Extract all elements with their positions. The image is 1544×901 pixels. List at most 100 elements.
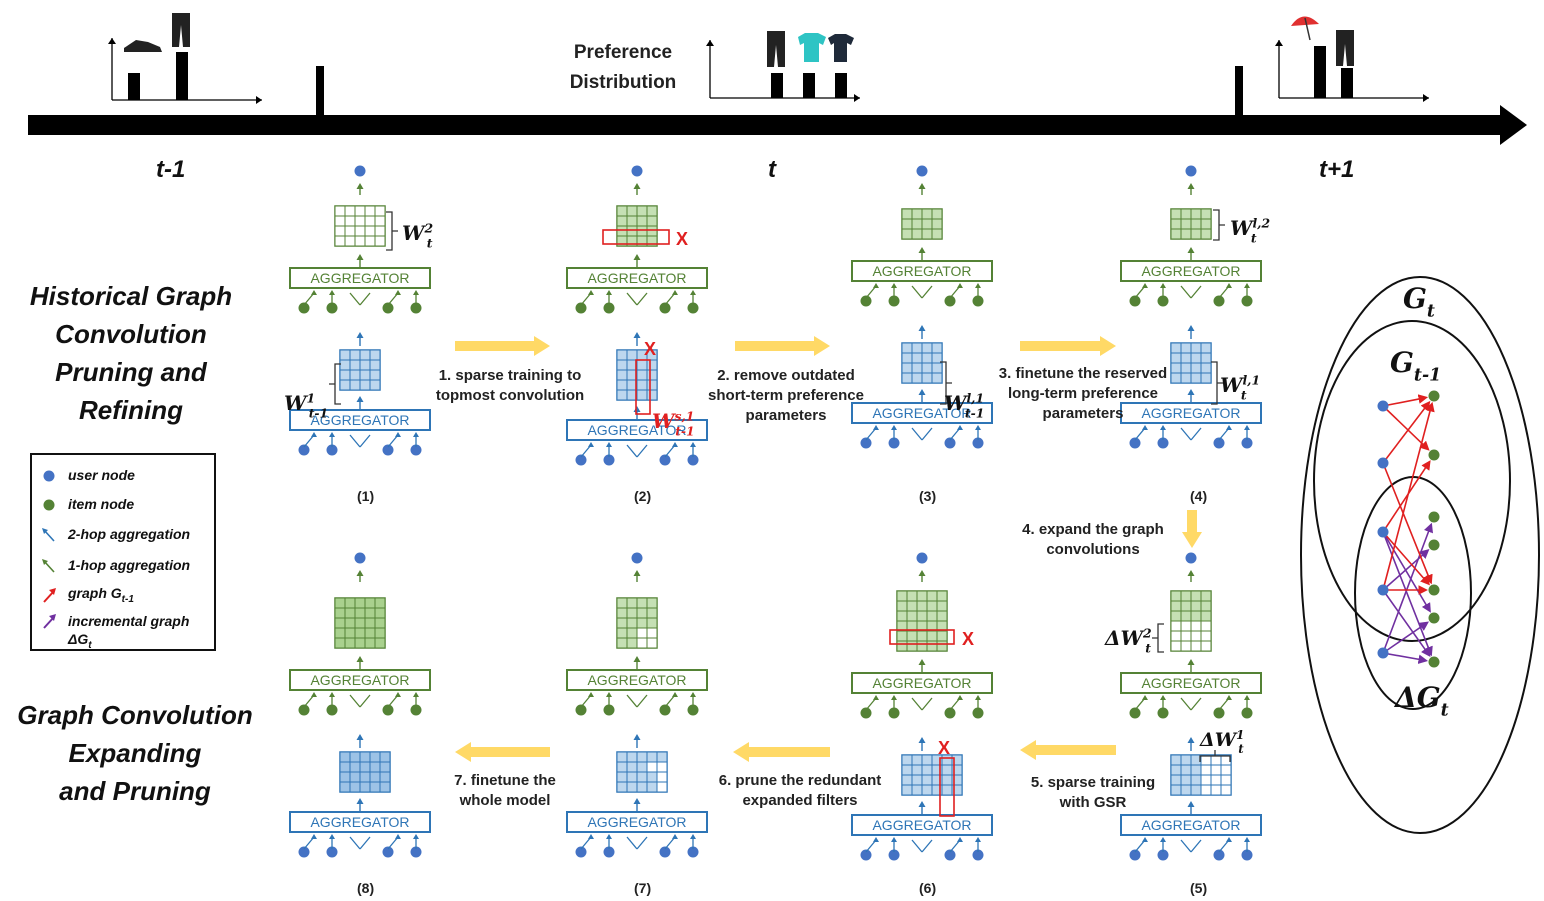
panel-1-aggregator-bottom-edge xyxy=(359,434,371,448)
panel-3-bottom-grid-cell xyxy=(901,342,913,354)
tshirt-cyan-icon xyxy=(798,33,826,62)
panel-3-aggregator-bottom-input-node xyxy=(972,437,984,449)
panel-6-top-grid-cell xyxy=(906,640,918,652)
panel-8-top-grid-cell xyxy=(344,597,356,609)
panel-4-aggregator-top-input-node xyxy=(1129,295,1141,307)
panel-7-top-grid-cell xyxy=(626,637,638,649)
panel-8-bottom-grid-cell xyxy=(359,751,371,763)
step-5-label: 5. sparse training with GSR xyxy=(1030,774,1156,811)
panel-8-aggregator-top-input-node xyxy=(382,704,394,716)
panel-1-aggregator-bottom-input-node xyxy=(298,444,310,456)
panel-5-top-grid-cell xyxy=(1180,640,1192,652)
panel-6-top-grid-cell xyxy=(916,600,928,612)
panel-8-aggregator-bottom-label: AGGREGATOR xyxy=(310,814,409,830)
panel-6-aggregator-bottom-edge-head xyxy=(975,837,981,842)
legend-1hop: 1-hop aggregation xyxy=(38,556,190,574)
panel-6-agg1-arrow-head xyxy=(918,801,926,807)
panel-6-bottom-grid-cell xyxy=(941,774,953,786)
panel-8-top-grid-cell xyxy=(354,637,366,649)
panel-1-top-grid-cell xyxy=(354,235,366,247)
panel-7-bottom-grid-cell xyxy=(626,771,638,783)
panel-6-top-grid-cell xyxy=(926,630,938,642)
panel-5-bottom-grid-cell xyxy=(1210,764,1222,776)
panel-2-aggregator-bottom-box xyxy=(566,419,708,441)
panel-5-top-grid-cell xyxy=(1180,610,1192,622)
panel-5-top-grid-cell xyxy=(1170,610,1182,622)
panel-4-bottom-grid-cell xyxy=(1200,372,1212,384)
panel-1-bottom-grid-cell xyxy=(359,379,371,391)
panel-6-top-grid-cell xyxy=(926,600,938,612)
panel-1-mid-arrow-head xyxy=(356,332,364,338)
panel-6-bottom-grid-cell xyxy=(911,754,923,766)
panel-5-top-grid-cell xyxy=(1200,640,1212,652)
pref-chart-1-xaxis-head xyxy=(256,96,262,104)
panel-2-bottom-grid-cell xyxy=(636,389,648,401)
panel-8-top-grid-cell xyxy=(334,607,346,619)
panel-2-aggregator-top-input-node xyxy=(687,302,699,314)
legend-incremental-label: incremental graph ΔGt xyxy=(68,613,190,651)
red-arrow-icon xyxy=(43,587,56,603)
panel-8-bottom-grid-cell xyxy=(369,771,381,783)
panel-4-aggregator-top-edge-head xyxy=(1142,283,1148,288)
panel-1-aggregator-bottom-edge xyxy=(349,434,361,448)
panel-8-aggregator-top-input-node xyxy=(326,704,338,716)
panel-6-top-grid-cell xyxy=(926,610,938,622)
panel-5-aggregator-top-box xyxy=(1120,672,1262,694)
panel-6-bottom-grid-cell xyxy=(901,774,913,786)
timeline-tick-1 xyxy=(316,66,324,116)
panel-5-aggregator-bottom-input-node xyxy=(1213,849,1225,861)
panel-2-sparse-col-box xyxy=(635,359,651,415)
panel-8-bottom-grid-cell xyxy=(349,771,361,783)
venn-incremental-edge xyxy=(1382,531,1433,657)
panel-7-bottom-grid-cell xyxy=(636,751,648,763)
panel-6-aggregator-bottom-label: AGGREGATOR xyxy=(872,817,971,833)
panel-1-out-arrow-head xyxy=(356,183,364,189)
panel-6-aggregator-top-edge xyxy=(911,697,923,711)
panel-2-aggregator-top-edge xyxy=(626,292,638,306)
panel-7-aggregator-top-input-node xyxy=(575,704,587,716)
panel-4-bottom-bracket xyxy=(1211,361,1223,405)
panel-5-top-grid-cell xyxy=(1180,590,1192,602)
panel-5-bottom-grid-cell xyxy=(1210,784,1222,796)
panel-5-aggregator-top-input-node xyxy=(1157,707,1169,719)
panel-7-mid-arrow-head xyxy=(633,734,641,740)
panel-label-4: (4) xyxy=(1190,488,1208,504)
panel-8-top-grid-cell xyxy=(334,617,346,629)
panel-5-aggregator-top-label: AGGREGATOR xyxy=(1141,675,1240,691)
panel-4-aggregator-top-box xyxy=(1120,260,1262,282)
panel-2-aggregator-top-input-node xyxy=(659,302,671,314)
yellow-arrow-step-5 xyxy=(1020,740,1116,760)
panel-5-top-grid-cell xyxy=(1180,630,1192,642)
panel-4-aggregator-top-input-node xyxy=(1241,295,1253,307)
panel-1-bottom-grid-cell xyxy=(359,359,371,371)
panel-4-top-grid-cell xyxy=(1170,218,1182,230)
panel-4-bottom-grid-cell xyxy=(1200,342,1212,354)
panel-7-top-grid-cell xyxy=(646,607,658,619)
panel-8-top-grid-cell xyxy=(354,627,366,639)
panel-7-aggregator-bottom-edge xyxy=(636,836,648,850)
panel-5-aggregator-bottom-box xyxy=(1120,814,1262,836)
shoe-icon xyxy=(124,40,162,52)
panel-1-bottom-grid-cell xyxy=(359,349,371,361)
pants-icon xyxy=(172,13,190,47)
venn-inner-ellipse xyxy=(1354,476,1472,710)
panel-8-top-grid-cell xyxy=(334,627,346,639)
panel-8-top-grid-cell xyxy=(364,617,376,629)
panel-8-aggregator-bottom-edge xyxy=(349,836,361,850)
panel-3-output-node xyxy=(916,165,928,177)
panel-3-bottom-grid-cell xyxy=(911,372,923,384)
step-7-label: 7. finetune the whole model xyxy=(454,772,556,809)
panel-7-top-grid-cell xyxy=(646,637,658,649)
panel-5-aggregator-bottom-edge-head xyxy=(1142,837,1148,842)
panel-6-aggregator-top-input-node xyxy=(944,707,956,719)
panel-8-bottom-grid-cell xyxy=(339,761,351,773)
panel-1-aggregator-top-edge-head xyxy=(395,290,401,295)
panel-7-top-grid-cell xyxy=(616,617,628,629)
panel-3-aggregator-top-edge xyxy=(911,285,923,299)
panel-3-bottom-grid-cell xyxy=(921,352,933,364)
panel-6-top-grid-cell xyxy=(936,640,948,652)
panel-2-x-mark-top: X xyxy=(676,229,688,249)
green-arrow-icon xyxy=(42,559,55,573)
